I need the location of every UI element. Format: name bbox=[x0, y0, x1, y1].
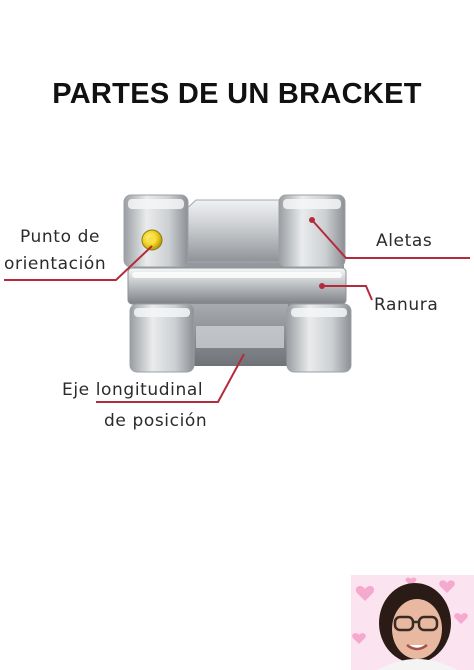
bracket-center-top bbox=[182, 199, 293, 263]
leader-dot-slot bbox=[319, 283, 325, 289]
bracket-illustration-icon bbox=[123, 194, 352, 373]
portrait-photo-icon bbox=[351, 575, 474, 670]
leader-lines bbox=[4, 219, 470, 403]
hearts-decoration-icon bbox=[352, 577, 468, 644]
author-portrait bbox=[351, 575, 474, 670]
label-slot: Ranura bbox=[374, 295, 439, 315]
wing-bottom-right bbox=[286, 303, 352, 373]
wing-top-right bbox=[278, 194, 346, 268]
label-orientation-line1: Punto de bbox=[20, 227, 101, 247]
wing-bottom-left bbox=[129, 303, 195, 373]
label-orientation-line2: orientación bbox=[4, 254, 107, 274]
leader-axis bbox=[96, 353, 245, 403]
leader-dot-wings bbox=[309, 217, 315, 223]
leader-orientation bbox=[4, 245, 153, 281]
leader-wings bbox=[311, 219, 470, 259]
label-axis-line1: Eje longitudinal bbox=[62, 380, 204, 400]
page-title: PARTES DE UN BRACKET bbox=[52, 78, 422, 110]
label-wings: Aletas bbox=[376, 231, 433, 251]
leader-slot bbox=[322, 285, 373, 301]
label-axis-line2: de posición bbox=[104, 411, 208, 431]
